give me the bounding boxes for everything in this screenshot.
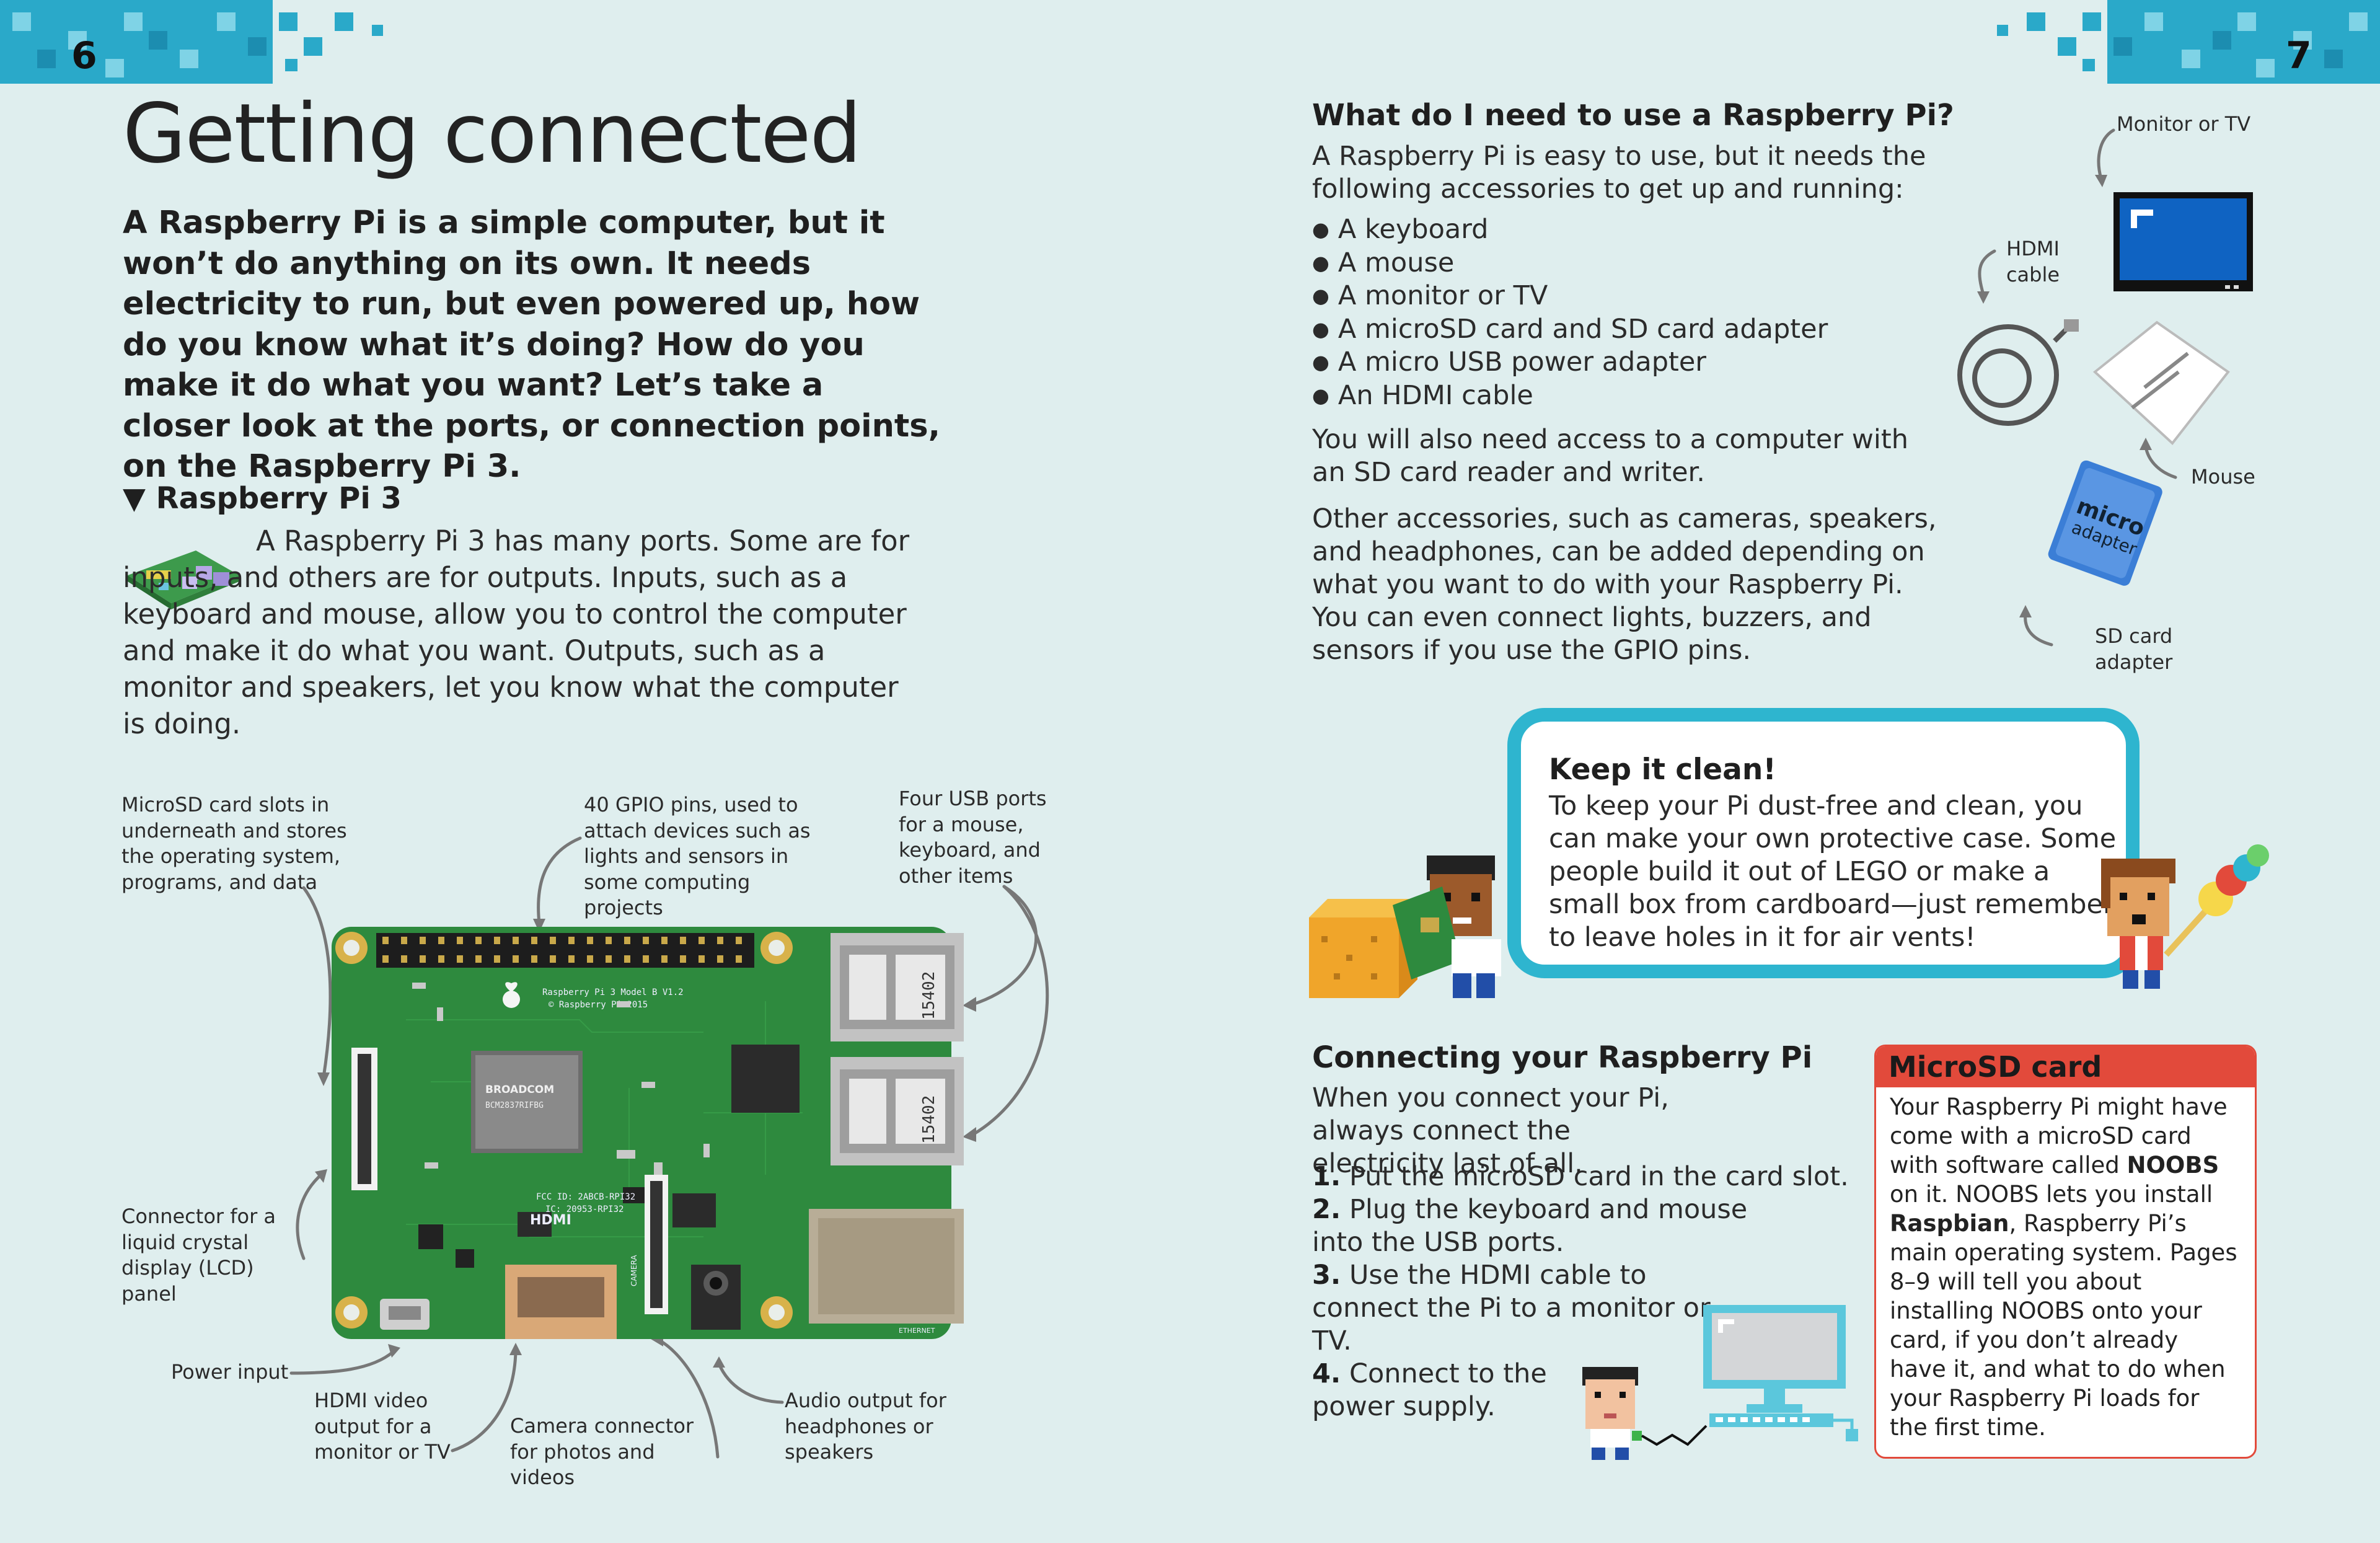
- accessories-illustration: micro adapter: [1957, 128, 2253, 647]
- callout-microsd: MicroSD card slots in underneath and sto…: [121, 793, 347, 894]
- need-item-hdmi: An HDMI cable: [1312, 379, 1932, 413]
- rpi3-body: A Raspberry Pi 3 has many ports. Some ar…: [123, 524, 910, 740]
- callout-hdmi: HDMI video output for a monitor or TV: [314, 1389, 451, 1464]
- tip-body: To keep your Pi dust-free and clean, you…: [1549, 790, 2117, 953]
- arrow-gpio: [537, 836, 582, 926]
- sd-card-icon: micro adapter: [2048, 460, 2162, 586]
- mini-board-icon: [128, 550, 239, 609]
- character-with-duster: [2101, 844, 2269, 989]
- page-number-right: 7: [2286, 34, 2312, 77]
- person-with-computer: [1582, 1305, 1858, 1460]
- arrow-lcd: [296, 1173, 323, 1260]
- hdmi-cable-icon: [1957, 324, 2069, 426]
- svg-text:Raspberry Pi 3 Model B V1.2: Raspberry Pi 3 Model B V1.2: [542, 988, 684, 997]
- microsd-sidebar: MicroSD card Your Raspberry Pi might hav…: [1874, 1045, 2257, 1459]
- step-2: 2. Plug the keyboard and mouse into the …: [1312, 1194, 1748, 1258]
- need-item-monitor: A monitor or TV: [1312, 280, 1932, 313]
- arrow-audio: [717, 1362, 784, 1404]
- svg-text:FCC ID: 2ABCB-RPI32: FCC ID: 2ABCB-RPI32: [536, 1192, 635, 1202]
- left-pixel-banner: [0, 0, 383, 84]
- monitor-icon: [2113, 192, 2253, 291]
- intro-paragraph: A Raspberry Pi is a simple computer, but…: [123, 205, 941, 485]
- callout-camera: Camera connector for photos and videos: [510, 1414, 694, 1489]
- page-number-left: 6: [71, 34, 97, 77]
- label-hdmi-cable: HDMI cable: [2006, 237, 2060, 286]
- hdmi-plug: [2064, 319, 2079, 332]
- rpi3-heading: ▼ Raspberry Pi 3: [123, 481, 402, 516]
- microsd-sidebar-body: Your Raspberry Pi might have come with a…: [1890, 1094, 2237, 1441]
- mounting-holes: [335, 932, 793, 1329]
- svg-text:BROADCOM: BROADCOM: [485, 1084, 554, 1096]
- callout-power: Power input: [171, 1360, 289, 1384]
- svg-text:IC: 20953-RPI32: IC: 20953-RPI32: [545, 1205, 624, 1214]
- tip-heading: Keep it clean!: [1549, 753, 1776, 787]
- need-item-power: A micro USB power adapter: [1312, 346, 1932, 379]
- usb-ports: 15402 15402: [831, 933, 964, 1165]
- need-item-keyboard: A keyboard: [1312, 213, 1932, 247]
- raspberry-pi-board: Raspberry Pi 3 Model B V1.2 © Raspberry …: [332, 927, 970, 1339]
- arrow-power: [289, 1350, 395, 1375]
- page-title: Getting connected: [123, 86, 862, 182]
- callout-gpio: 40 GPIO pins, used to attach devices suc…: [584, 793, 811, 919]
- connecting-steps: 1. Put the microSD card in the card slot…: [1312, 1161, 1932, 1423]
- need-para1: You will also need access to a computer …: [1312, 424, 1908, 488]
- connecting-intro: When you connect your Pi, always connect…: [1312, 1082, 1669, 1179]
- mouse-icon: [2092, 321, 2230, 445]
- tip-box: Keep it clean! To keep your Pi dust-free…: [1507, 708, 2140, 978]
- board-illustration: Raspberry Pi 3 Model B V1.2 © Raspberry …: [332, 927, 964, 1339]
- arrow-camera: [655, 1337, 720, 1459]
- arrow-usb-1: [971, 885, 1038, 1006]
- arrow-hdmi: [451, 1350, 518, 1452]
- raspberry-logo: [503, 982, 520, 1008]
- label-monitor: Monitor or TV: [2117, 112, 2251, 136]
- need-heading: What do I need to use a Raspberry Pi?: [1312, 98, 1954, 133]
- connecting-heading: Connecting your Raspberry Pi: [1312, 1040, 1813, 1075]
- callout-audio: Audio output for headphones or speakers: [785, 1389, 946, 1464]
- need-intro: A Raspberry Pi is easy to use, but it ne…: [1312, 141, 1926, 205]
- raspbian-term: Raspbian: [1890, 1210, 2009, 1237]
- callout-lcd: Connector for a liquid crystal display (…: [121, 1205, 276, 1306]
- callout-usb: Four USB ports for a mouse, keyboard, an…: [899, 787, 1047, 888]
- arrow-microsd: [302, 886, 332, 1079]
- svg-text:15402: 15402: [920, 971, 938, 1020]
- step-3: 3. Use the HDMI cable to connect the Pi …: [1312, 1260, 1711, 1356]
- step-4: 4. Connect to the power supply.: [1312, 1358, 1547, 1422]
- need-item-sdcard: A microSD card and SD card adapter: [1312, 313, 1932, 347]
- arrow-usb-2: [971, 885, 1049, 1136]
- character-with-box: [1309, 856, 1501, 998]
- svg-text:HDMI: HDMI: [530, 1213, 571, 1228]
- step-1: 1. Put the microSD card in the card slot…: [1312, 1161, 1849, 1192]
- svg-text:© Raspberry Pi 2015: © Raspberry Pi 2015: [549, 1000, 648, 1010]
- right-pixel-banner: [1997, 0, 2380, 84]
- label-mouse: Mouse: [2191, 465, 2255, 489]
- callout-arrows: [289, 836, 1049, 1459]
- svg-text:ETHERNET: ETHERNET: [899, 1327, 935, 1335]
- svg-text:BCM2837RIFBG: BCM2837RIFBG: [485, 1101, 544, 1110]
- need-list: A keyboard A mouse A monitor or TV A mic…: [1312, 213, 1932, 412]
- need-para2: Other accessories, such as cameras, spea…: [1312, 503, 1937, 666]
- svg-text:CAMERA: CAMERA: [630, 1255, 638, 1286]
- label-sd-adapter: SD card adapter: [2095, 624, 2173, 674]
- microsd-sidebar-heading: MicroSD card: [1876, 1046, 2255, 1087]
- need-item-mouse: A mouse: [1312, 247, 1932, 280]
- noobs-term: NOOBS: [2127, 1152, 2219, 1178]
- svg-text:15402: 15402: [920, 1095, 938, 1144]
